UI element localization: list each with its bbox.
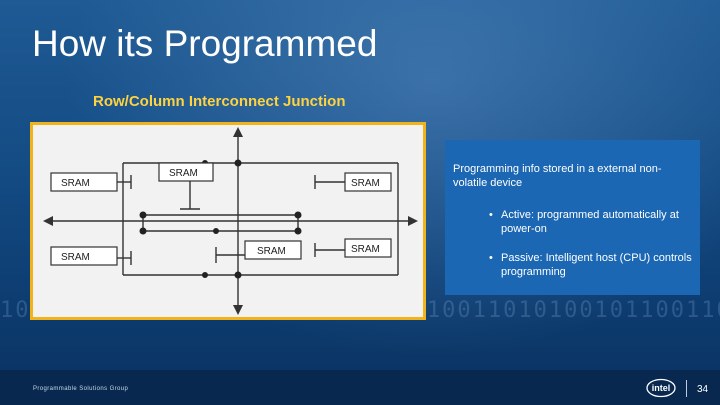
- slide-subtitle: Row/Column Interconnect Junction: [93, 93, 346, 110]
- sram-block: [344, 172, 392, 192]
- sram-label: SRAM: [257, 246, 286, 257]
- info-bullet-list: Active: programmed automatically at powe…: [453, 208, 694, 279]
- footer-group-name: Programmable Solutions Group: [33, 386, 129, 392]
- sram-block: [158, 162, 214, 182]
- intel-logo: intel: [646, 378, 676, 398]
- sram-label: SRAM: [169, 168, 198, 179]
- sram-block: [244, 240, 302, 260]
- sram-label: SRAM: [61, 252, 90, 263]
- sram-block: [344, 238, 392, 258]
- sram-block: [50, 246, 118, 266]
- intel-logo-text: intel: [652, 383, 671, 393]
- interconnect-diagram: SRAM SRAM SRAM SRAM SRAM SRAM: [30, 122, 426, 320]
- sram-label: SRAM: [351, 244, 380, 255]
- page-number: 34: [697, 384, 709, 395]
- sram-label: SRAM: [351, 178, 380, 189]
- interconnect-schematic: SRAM SRAM SRAM SRAM SRAM SRAM: [43, 127, 418, 315]
- footer-bar: [0, 370, 720, 405]
- info-intro: Programming info stored in a external no…: [453, 163, 662, 189]
- sram-block: [50, 172, 118, 192]
- info-bullet-item: Active: programmed automatically at powe…: [453, 208, 694, 236]
- sram-label: SRAM: [61, 178, 90, 189]
- slide-title: How its Programmed: [32, 23, 378, 64]
- info-bullet-item: Passive: Intelligent host (CPU) controls…: [453, 251, 694, 279]
- footer-divider: [686, 380, 687, 397]
- info-panel: Programming info stored in a external no…: [445, 140, 700, 295]
